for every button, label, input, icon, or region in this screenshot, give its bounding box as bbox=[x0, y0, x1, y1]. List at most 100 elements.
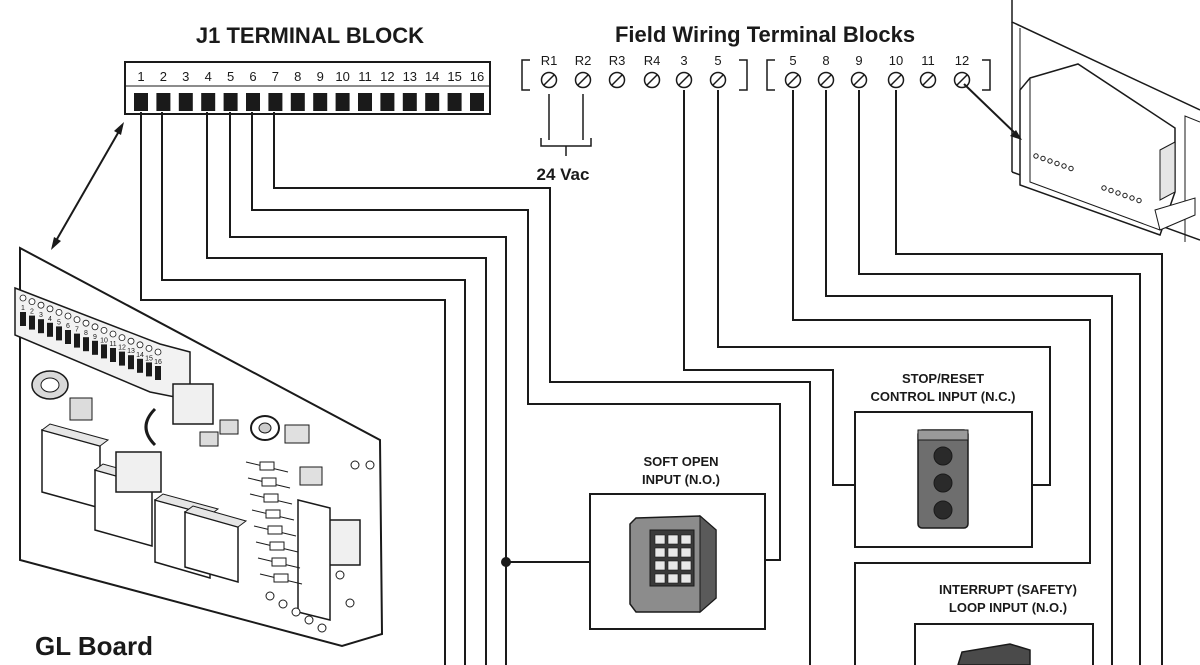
diode-body bbox=[271, 557, 287, 567]
wires bbox=[140, 90, 1163, 665]
board-terminal-pin bbox=[29, 315, 35, 330]
gl-board-label: GL Board bbox=[35, 631, 153, 661]
screw-terminal-icon bbox=[887, 71, 905, 89]
j1-terminal-number: 15 bbox=[447, 69, 461, 84]
j1-terminal-number: 3 bbox=[182, 69, 189, 84]
field-terminal-label: 8 bbox=[822, 53, 829, 68]
board-terminal-screw bbox=[46, 305, 54, 313]
board-pin-label: 6 bbox=[66, 323, 70, 330]
board-pin-label: 1 bbox=[21, 305, 25, 312]
screw-terminal-icon bbox=[817, 71, 835, 89]
field-terminal-label: 5 bbox=[714, 53, 721, 68]
operator-enclosure-illustration bbox=[963, 0, 1200, 242]
board-terminal-screw bbox=[28, 298, 36, 306]
keypad-key bbox=[680, 534, 692, 545]
board-pin-label: 10 bbox=[100, 337, 108, 344]
j1-terminal-pin bbox=[380, 93, 395, 111]
board-terminal-pin bbox=[38, 319, 44, 334]
screw-terminal-icon bbox=[675, 71, 693, 89]
enclosure-terminal-dot bbox=[1068, 165, 1074, 172]
board-pin-label: 15 bbox=[145, 355, 153, 362]
j1-terminal-number: 10 bbox=[335, 69, 349, 84]
diode-body bbox=[259, 461, 275, 471]
stop-reset-label-line2: CONTROL INPUT (N.C.) bbox=[871, 389, 1016, 404]
field-terminal-label: 11 bbox=[921, 53, 935, 68]
board-pin-label: 2 bbox=[30, 309, 34, 316]
enclosure-terminal-dot bbox=[1136, 197, 1142, 204]
stop-reset-label-line1: STOP/RESET bbox=[902, 371, 984, 386]
board-terminal-screw bbox=[55, 308, 63, 316]
enclosure-terminal-dot bbox=[1061, 163, 1067, 169]
keypad-key bbox=[654, 573, 666, 584]
interrupt-label-line1: INTERRUPT (SAFETY) bbox=[939, 582, 1077, 597]
board-terminal-pin bbox=[119, 351, 125, 366]
board-terminal-screw bbox=[145, 344, 153, 352]
field-terminal-label: 12 bbox=[955, 53, 969, 68]
board-terminal-screw bbox=[127, 337, 135, 345]
j1-terminal-pin bbox=[290, 93, 305, 111]
screw-terminal-icon bbox=[953, 71, 971, 89]
board-terminal-screw bbox=[154, 348, 162, 356]
soft-open-label-line2: INPUT (N.O.) bbox=[642, 472, 720, 487]
screw-terminal-icon bbox=[784, 71, 802, 89]
keypad-key bbox=[680, 560, 692, 571]
j1-terminal-pin bbox=[178, 93, 193, 111]
board-pin-label: 8 bbox=[84, 330, 88, 337]
enclosure-terminal-dot bbox=[1122, 192, 1128, 199]
board-terminal-pin bbox=[101, 344, 107, 359]
enclosure-terminal-dot bbox=[1033, 153, 1039, 159]
board-pin-label: 3 bbox=[39, 312, 43, 319]
diode-body bbox=[261, 477, 277, 487]
diode-body bbox=[267, 525, 283, 535]
board-terminal-screw bbox=[19, 294, 27, 302]
keypad-key bbox=[667, 560, 679, 571]
field-terminal-label: 9 bbox=[855, 53, 862, 68]
board-terminal-pin bbox=[56, 326, 62, 341]
board-terminal-screw bbox=[118, 334, 126, 342]
keypad-key bbox=[667, 573, 679, 584]
loop-detector-icon bbox=[957, 643, 1031, 665]
screw-terminal-icon bbox=[850, 71, 868, 89]
keypad-key bbox=[680, 547, 692, 558]
keypad-icon bbox=[629, 514, 717, 614]
j1-terminal-pin bbox=[470, 93, 484, 111]
screw-terminal-icon bbox=[709, 71, 727, 89]
j1-terminal-number: 4 bbox=[205, 69, 212, 84]
j1-terminal-number: 2 bbox=[160, 69, 167, 84]
board-j1-arrow bbox=[51, 122, 124, 250]
24vac-label: 24 Vac bbox=[537, 165, 590, 184]
board-terminal-pin bbox=[74, 333, 80, 348]
board-terminal-pin bbox=[65, 330, 71, 344]
j1-terminal-pin bbox=[156, 93, 171, 111]
field-terminal-group-2: 5 8 9 10 11 12 bbox=[766, 53, 991, 91]
screw-terminal-icon bbox=[919, 71, 937, 89]
j1-terminal-block-title: J1 TERMINAL BLOCK bbox=[196, 23, 424, 48]
board-terminal-screw bbox=[136, 341, 144, 349]
soft-open-device: SOFT OPEN INPUT (N.O.) bbox=[589, 454, 766, 630]
board-terminal-pin bbox=[83, 337, 89, 352]
board-terminal-pin bbox=[146, 362, 152, 377]
j1-terminal-number: 1 bbox=[137, 69, 144, 84]
field-terminal-label: 10 bbox=[889, 53, 903, 68]
board-pin-label: 5 bbox=[57, 319, 61, 326]
board-pin-label: 14 bbox=[136, 352, 144, 359]
pushbutton-station-icon bbox=[917, 429, 969, 529]
field-wiring-title: Field Wiring Terminal Blocks bbox=[615, 22, 915, 47]
board-pin-label: 9 bbox=[93, 334, 97, 341]
j1-terminal-number: 8 bbox=[294, 69, 301, 84]
board-terminal-pin bbox=[110, 348, 116, 362]
interrupt-label-line2: LOOP INPUT (N.O.) bbox=[949, 600, 1067, 615]
enclosure-terminal-dot bbox=[1115, 190, 1121, 196]
j1-terminal-pin bbox=[313, 93, 328, 111]
board-terminal-pin bbox=[137, 358, 143, 373]
j1-terminal-number: 16 bbox=[470, 69, 484, 84]
enclosure-terminal-dot bbox=[1054, 160, 1060, 167]
field-terminal-label: R1 bbox=[541, 53, 558, 68]
j1-terminal-pin bbox=[447, 93, 462, 111]
board-terminal-pin bbox=[92, 340, 98, 355]
board-terminal-screw bbox=[91, 323, 99, 331]
field-terminal-label: 5 bbox=[789, 53, 796, 68]
